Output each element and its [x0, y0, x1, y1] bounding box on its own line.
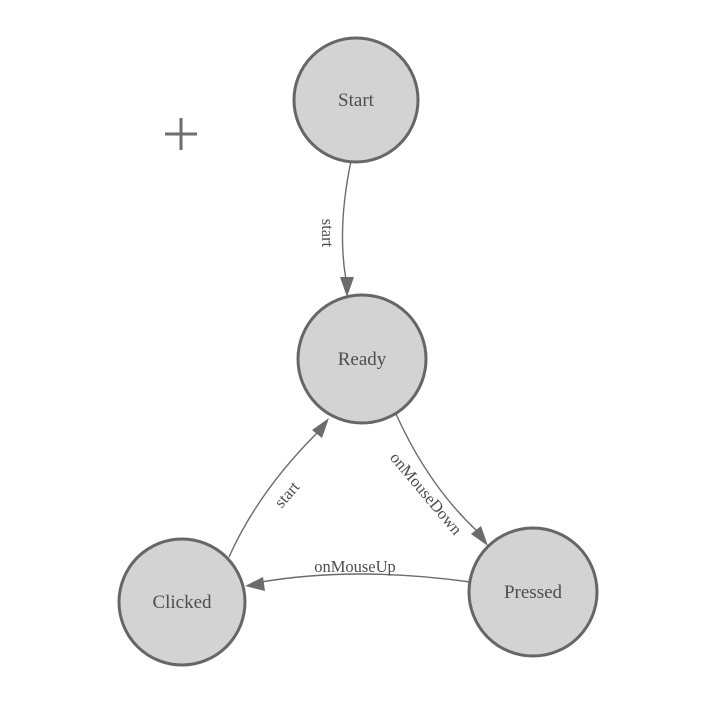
node-clicked[interactable]: Clicked — [117, 537, 247, 667]
edge-label-onmousedown[interactable]: onMouseDown — [386, 448, 466, 538]
arrowhead — [245, 577, 265, 591]
arrowhead — [340, 277, 354, 297]
arrowhead — [312, 418, 329, 438]
node-label-ready: Ready — [338, 349, 387, 370]
arrowhead — [471, 526, 488, 546]
node-start[interactable]: Start — [292, 36, 420, 164]
node-label-clicked: Clicked — [152, 592, 212, 613]
edge-label-onmouseup[interactable]: onMouseUp — [314, 557, 396, 576]
edge-clicked-to-ready[interactable]: start — [228, 418, 329, 558]
node-label-pressed: Pressed — [504, 582, 563, 603]
edge-pressed-to-clicked[interactable]: onMouseUp — [245, 557, 471, 591]
edge-start-to-ready[interactable]: start — [318, 160, 354, 297]
edge-ready-to-pressed[interactable]: onMouseDown — [386, 413, 488, 546]
edge-label-start-1[interactable]: start — [318, 219, 337, 248]
node-ready[interactable]: Ready — [296, 293, 428, 425]
edge-label-start-2[interactable]: start — [270, 477, 303, 511]
node-pressed[interactable]: Pressed — [467, 526, 599, 658]
crosshair-icon — [165, 118, 197, 150]
node-label-start: Start — [338, 90, 375, 111]
